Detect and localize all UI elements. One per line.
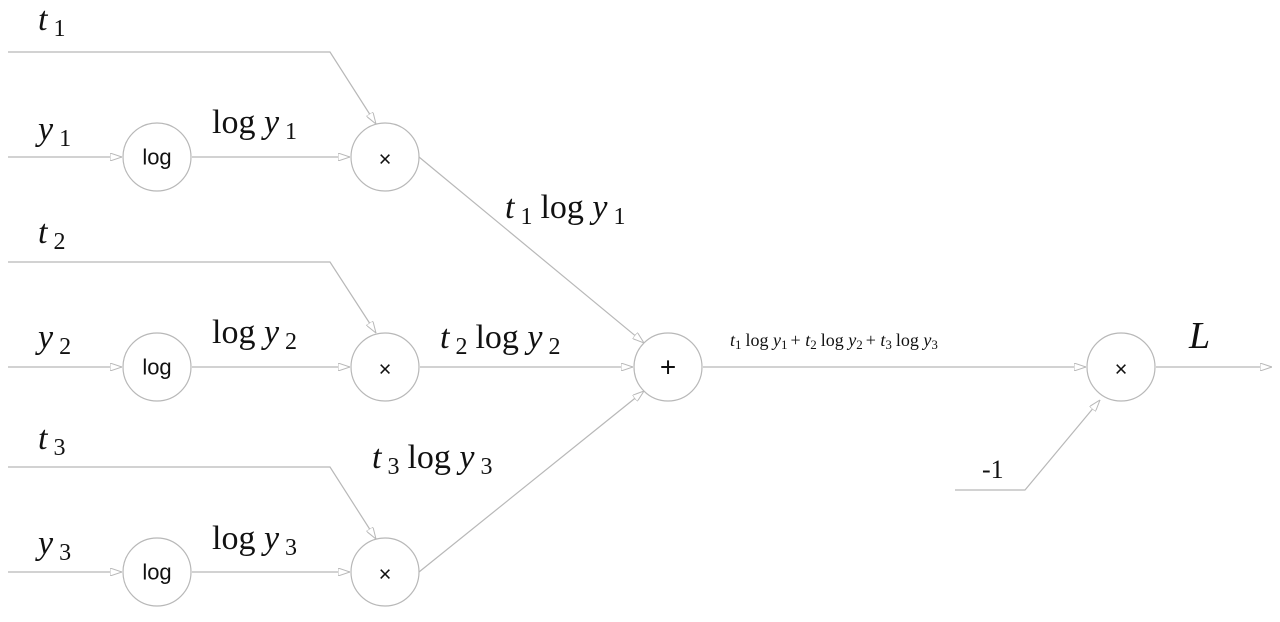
log-node-3: log — [122, 537, 192, 607]
add-node-label: + — [660, 352, 676, 383]
edge-neg-one — [955, 400, 1100, 491]
log-node-label: log — [142, 355, 171, 380]
multiply-node-final: × — [1086, 332, 1156, 402]
edge-t1logy1 — [418, 156, 644, 343]
log-node-label: log — [142, 560, 171, 585]
multiply-node-label: × — [379, 147, 392, 172]
log-node-2: log — [122, 332, 192, 402]
multiply-node-label: × — [379, 357, 392, 382]
multiply-node-1: × — [350, 122, 420, 192]
add-node: + — [633, 332, 703, 402]
multiply-node-label: × — [1115, 357, 1128, 382]
edges — [8, 51, 1272, 573]
log-node-1: log — [122, 122, 192, 192]
label-output-L: L — [1188, 315, 1210, 357]
edge-t2 — [8, 261, 376, 333]
edge-t1 — [8, 51, 376, 124]
multiply-node-label: × — [379, 562, 392, 587]
multiply-node-2: × — [350, 332, 420, 402]
edge-t3 — [8, 466, 376, 539]
multiply-node-3: × — [350, 537, 420, 607]
edge-t3logy3 — [418, 391, 644, 573]
label-neg-one: -1 — [982, 455, 1004, 484]
log-node-label: log — [142, 145, 171, 170]
